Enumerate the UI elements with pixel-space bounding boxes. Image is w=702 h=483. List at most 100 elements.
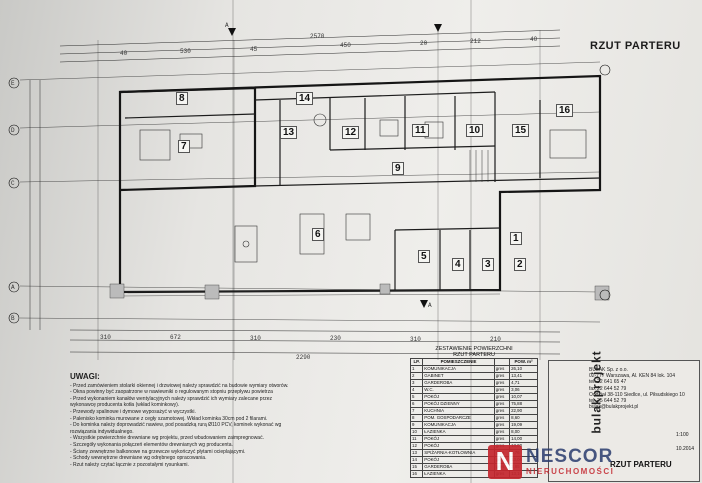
axis-label: C xyxy=(11,180,15,187)
room-number: 1 xyxy=(510,232,522,245)
address-line: 02-777 Warszawa, Al. KEN 84 lok. 104 xyxy=(589,373,675,380)
room-number: 5 xyxy=(418,250,430,263)
table-cell: 8,60 xyxy=(509,414,538,422)
room-number: 8 xyxy=(176,92,188,105)
dim-bottom: 210 xyxy=(490,336,501,343)
table-cell: gres xyxy=(493,421,511,429)
table-cell: 14 xyxy=(409,456,424,464)
drawing-title: RZUT PARTERU xyxy=(590,40,681,52)
table-cell: gres xyxy=(493,400,511,408)
room-number: 12 xyxy=(342,126,360,139)
dim-total-bottom: 2290 xyxy=(296,354,311,361)
table-cell: ŁAZIENKA xyxy=(422,470,495,478)
dim-top: 530 xyxy=(180,48,191,55)
table-cell: POKÓJ xyxy=(422,456,495,464)
table-cell: GARDEROBA xyxy=(422,379,495,387)
room-number: 3 xyxy=(482,258,494,271)
area-table-title: ZESTAWIENIE POWIERZCHNI xyxy=(435,346,513,352)
axis-label: A xyxy=(11,284,15,291)
axis-label: E xyxy=(11,80,15,87)
table-header: POMIESZCZENIE xyxy=(422,358,495,366)
company-name: BULAK Sp. z o.o. xyxy=(589,367,628,373)
table-cell: POKÓJ xyxy=(422,435,495,443)
note-line: - Do kominka należy doprowadzić nawiew, … xyxy=(70,422,282,429)
note-line: - Ściany zewnętrzne balkonowe na grzewcz… xyxy=(70,448,246,455)
table-cell: gres xyxy=(493,365,511,373)
dim-top: 20 xyxy=(420,40,428,47)
table-cell: POKÓJ xyxy=(422,393,495,401)
table-header xyxy=(493,358,511,366)
note-line: - Palenisko kominka murowane z cegły sza… xyxy=(70,415,268,422)
table-header: LP. xyxy=(409,358,424,366)
table-cell: KOMUNIKACJA xyxy=(422,421,495,429)
note-line: - Przed zamówieniem stolarki okiennej i … xyxy=(70,382,289,389)
section-marker: A xyxy=(428,302,432,309)
dim-top: 212 xyxy=(470,38,481,45)
table-cell: gres xyxy=(493,372,511,380)
notes-heading: UWAGI: xyxy=(70,372,100,381)
room-number: 11 xyxy=(412,124,429,137)
dim-bottom: 310 xyxy=(410,336,421,343)
table-cell: 19,09 xyxy=(509,421,538,429)
dim-bottom: 310 xyxy=(250,335,261,342)
table-cell: KUCHNIA xyxy=(422,407,495,415)
room-number: 7 xyxy=(178,140,190,153)
room-number: 9 xyxy=(392,162,404,175)
room-number: 2 xyxy=(514,258,526,271)
table-cell: 9 xyxy=(409,421,424,429)
table-cell: 10 xyxy=(409,428,424,436)
table-cell: 12 xyxy=(409,442,424,450)
footer-title: RZUT PARTERU xyxy=(610,460,672,469)
table-cell: 13 xyxy=(409,449,424,457)
table-cell: 75,88 xyxy=(509,400,538,408)
table-cell: 1 xyxy=(409,365,424,373)
table-cell: ŁAZIENKA xyxy=(422,428,495,436)
area-table-subtitle: RZUT PARTERU xyxy=(453,352,495,358)
axis-label: D xyxy=(11,127,15,134)
address-line: Oddział 38-110 Siedlce, ul. Piłsudskiego… xyxy=(589,391,685,398)
table-cell: 4,71 xyxy=(509,379,538,387)
table-cell: 22,90 xyxy=(509,407,538,415)
table-cell: 4 xyxy=(409,386,424,394)
table-header: POW. m² xyxy=(509,358,538,366)
company-address: BULAK Sp. z o.o. 02-777 Warszawa, Al. KE… xyxy=(589,367,694,410)
room-number: 15 xyxy=(512,124,530,137)
table-cell: 3 xyxy=(409,379,424,387)
table-cell: POM. GOSPODARCZE xyxy=(422,414,495,422)
table-cell: SPIŻARNIA-KOTŁOWNIA xyxy=(422,449,495,457)
table-cell: 16 xyxy=(409,470,424,478)
room-number: 4 xyxy=(452,258,464,271)
watermark-line-2: NIERUCHOMOŚCI xyxy=(526,467,615,476)
dim-top: 450 xyxy=(340,42,351,49)
dim-top: 45 xyxy=(250,46,258,53)
paper-fold xyxy=(470,0,472,483)
area-table-heading: ZESTAWIENIE POWIERZCHNI RZUT PARTERU xyxy=(424,346,524,358)
table-cell: 8,00 xyxy=(509,428,538,436)
dim-total-top: 2570 xyxy=(310,33,325,40)
table-cell: 5 xyxy=(409,393,424,401)
table-cell: POKÓJ DZIENNY xyxy=(422,400,495,408)
section-marker: A xyxy=(225,22,229,29)
table-cell: 13,41 xyxy=(509,372,538,380)
address-line: bulak@bulakprojekt.pl xyxy=(589,404,639,411)
watermark-line-1: NESCOR xyxy=(526,446,614,467)
room-number: 16 xyxy=(556,104,574,117)
dim-bottom: 230 xyxy=(330,335,341,342)
table-cell: gres xyxy=(493,379,511,387)
note-line: - Przewody spalinowe i dymowe wyposażyć … xyxy=(70,408,196,415)
address-line: tel. 25 644 52 79 xyxy=(589,398,627,405)
table-cell: 10,07 xyxy=(509,393,538,401)
notes-block: UWAGI: - Przed zamówieniem stolarki okie… xyxy=(70,372,390,468)
drawing-date: 10.2014 xyxy=(676,446,695,452)
table-cell: gres xyxy=(493,393,511,401)
watermark-logo-icon: N xyxy=(488,444,522,479)
watermark-text: NESCOR NIERUCHOMOŚCI xyxy=(526,446,615,477)
note-line: - Wszystkie powierzchnie drewniane wg pr… xyxy=(70,435,264,442)
